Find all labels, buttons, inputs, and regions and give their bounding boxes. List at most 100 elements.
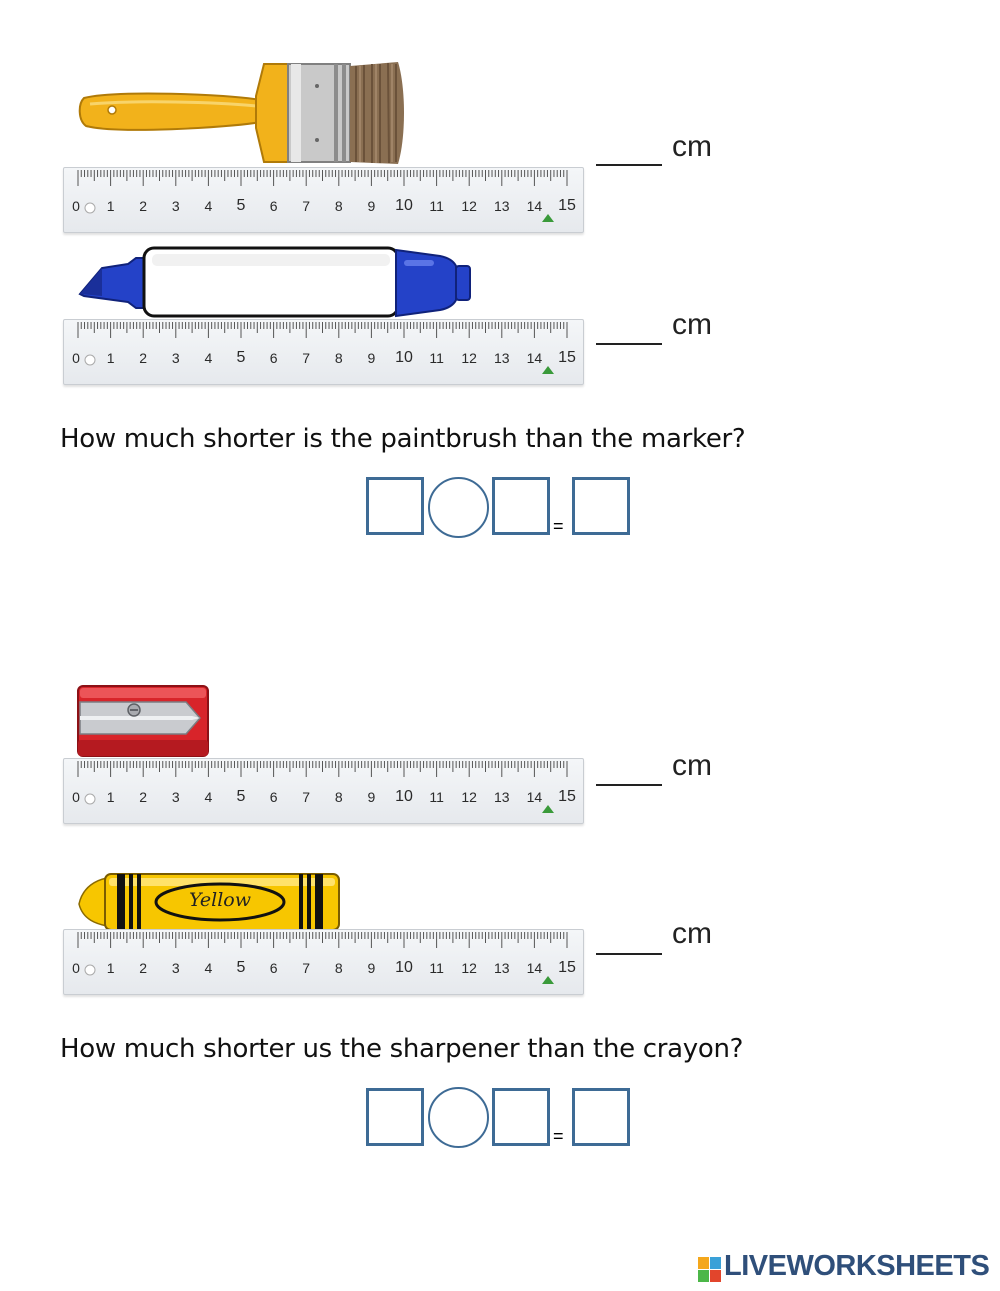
ruler-logo-icon (542, 805, 554, 813)
unit-label: cm (672, 308, 712, 341)
ruler-number: 13 (494, 350, 510, 366)
ruler-number: 13 (494, 198, 510, 214)
ruler-number: 12 (461, 198, 477, 214)
ruler-number: 9 (367, 198, 376, 214)
ruler-number: 11 (429, 350, 444, 366)
liveworksheets-logo-icon (698, 1257, 721, 1282)
crayon-label: Yellow (189, 889, 251, 911)
ruler-number: 15 (558, 197, 576, 214)
ruler-number: 0 (72, 350, 80, 366)
question-text: How much shorter us the sharpener than t… (60, 1034, 744, 1064)
ruler-number: 2 (139, 960, 148, 976)
ruler-number: 7 (302, 789, 311, 805)
ruler-number: 0 (72, 789, 80, 805)
unit-label: cm (672, 917, 712, 950)
ruler-number: 12 (461, 350, 477, 366)
equation-box[interactable] (366, 1088, 424, 1146)
ruler-logo-icon (542, 366, 554, 374)
paintbrush-image (78, 62, 404, 164)
ruler-number: 2 (139, 789, 148, 805)
ruler-number: 0 (72, 960, 80, 976)
ruler-hole (84, 793, 96, 805)
ruler-number: 4 (204, 960, 213, 976)
ruler-number: 14 (526, 789, 543, 805)
ruler-number: 0 (72, 198, 80, 214)
ruler-number: 12 (461, 960, 477, 976)
ruler-number: 11 (429, 198, 444, 214)
ruler-number: 8 (334, 960, 343, 976)
ruler-number: 2 (139, 198, 148, 214)
answer-blank[interactable] (596, 343, 662, 345)
ruler-number: 15 (558, 349, 576, 366)
ruler-number: 5 (236, 959, 246, 976)
ruler-number: 9 (367, 350, 376, 366)
ruler-number: 9 (367, 960, 376, 976)
ruler-number: 15 (558, 959, 576, 976)
ruler-number: 10 (395, 788, 413, 805)
ruler-number: 3 (171, 198, 180, 214)
answer-blank[interactable] (596, 784, 662, 786)
unit-label: cm (672, 130, 712, 163)
ruler-number: 1 (106, 350, 115, 366)
equation-box[interactable] (366, 477, 424, 535)
answer-blank[interactable] (596, 164, 662, 166)
equation-box[interactable] (572, 1088, 630, 1146)
ruler-number: 2 (139, 350, 148, 366)
ruler-number: 10 (395, 959, 413, 976)
ruler-number: 6 (269, 960, 278, 976)
ruler-number: 10 (395, 197, 413, 214)
ruler-number: 13 (494, 789, 510, 805)
ruler-number: 7 (302, 960, 311, 976)
crayon-image (78, 873, 340, 931)
ruler-number: 5 (236, 197, 246, 214)
ruler-number: 6 (269, 198, 278, 214)
equation-box[interactable] (572, 477, 630, 535)
ruler-number: 4 (204, 789, 213, 805)
ruler-number: 10 (395, 349, 413, 366)
ruler-number: 11 (429, 789, 444, 805)
unit-label: cm (672, 749, 712, 782)
ruler-number: 3 (171, 960, 180, 976)
ruler-number: 8 (334, 789, 343, 805)
ruler-number: 13 (494, 960, 510, 976)
answer-blank[interactable] (596, 953, 662, 955)
ruler-number: 4 (204, 350, 213, 366)
ruler-number: 5 (236, 349, 246, 366)
ruler-number: 8 (334, 350, 343, 366)
ruler-number: 7 (302, 350, 311, 366)
ruler-number: 7 (302, 198, 311, 214)
equals-sign: = (553, 516, 564, 536)
marker-image (78, 246, 471, 318)
ruler-number: 14 (526, 198, 543, 214)
ruler-number: 3 (171, 350, 180, 366)
ruler-logo-icon (542, 976, 554, 984)
ruler-number: 14 (526, 350, 543, 366)
operator-circle[interactable] (428, 1087, 489, 1148)
ruler-number: 1 (106, 789, 115, 805)
ruler-hole (84, 964, 96, 976)
ruler-number: 1 (106, 960, 115, 976)
ruler-number: 15 (558, 788, 576, 805)
equals-sign: = (553, 1126, 564, 1146)
ruler-number: 9 (367, 789, 376, 805)
ruler-logo-icon (542, 214, 554, 222)
ruler-number: 12 (461, 789, 477, 805)
ruler-number: 4 (204, 198, 213, 214)
equation-box[interactable] (492, 1088, 550, 1146)
operator-circle[interactable] (428, 477, 489, 538)
ruler-number: 11 (429, 960, 444, 976)
ruler-number: 6 (269, 789, 278, 805)
ruler-number: 3 (171, 789, 180, 805)
ruler-number: 5 (236, 788, 246, 805)
ruler-number: 1 (106, 198, 115, 214)
ruler-hole (84, 354, 96, 366)
equation-box[interactable] (492, 477, 550, 535)
question-text: How much shorter is the paintbrush than … (60, 424, 746, 454)
ruler-number: 8 (334, 198, 343, 214)
ruler-hole (84, 202, 96, 214)
logo-text: LIVEWORKSHEETS (724, 1250, 990, 1282)
